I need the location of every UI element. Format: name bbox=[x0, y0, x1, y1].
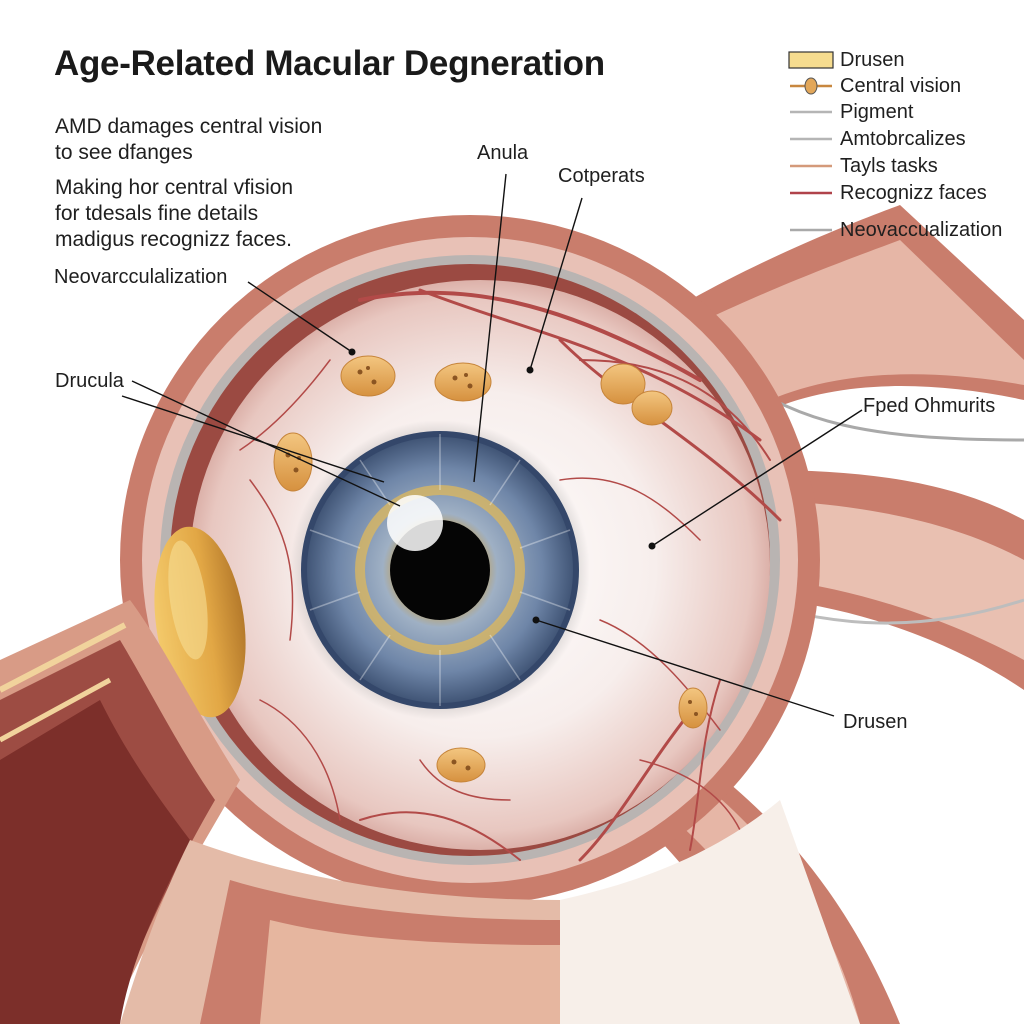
label-fped-ohmurits: Fped Ohmurits bbox=[863, 395, 996, 417]
description-line: madigus recognizz faces. bbox=[55, 228, 292, 251]
light-reflex bbox=[387, 495, 443, 551]
label-drucula: Drucula bbox=[55, 370, 124, 392]
legend-item: Tayls tasks bbox=[788, 154, 1024, 178]
tissue-layers bbox=[0, 600, 860, 1024]
legend-swatch bbox=[790, 77, 832, 95]
legend-label: Tayls tasks bbox=[840, 155, 938, 177]
legend-label: Pigment bbox=[840, 101, 914, 123]
legend-swatch bbox=[790, 137, 832, 141]
description-line: AMD damages central vision bbox=[55, 115, 323, 138]
label-anula: Anula bbox=[477, 142, 529, 164]
legend-label: Neovaccualization bbox=[840, 219, 1003, 241]
legend-item: Drusen bbox=[788, 48, 1024, 72]
lens bbox=[154, 526, 246, 718]
drusen-deposits bbox=[273, 355, 708, 783]
description-block-1: AMD damages central vision to see dfange… bbox=[55, 114, 322, 166]
legend-swatch bbox=[790, 164, 832, 168]
description-block-2: Making hor central vfision for tdesals f… bbox=[55, 175, 293, 253]
legend-swatch bbox=[788, 51, 834, 69]
legend-label: Amtobrcalizes bbox=[840, 128, 966, 150]
label-cotperats: Cotperats bbox=[558, 165, 645, 187]
legend-label: Drusen bbox=[840, 49, 905, 71]
legend-label: Central vision bbox=[840, 75, 962, 97]
legend-item: Pigment bbox=[788, 100, 1024, 124]
legend-item: Amtobrcalizes bbox=[788, 127, 1024, 151]
label-drusen: Drusen bbox=[843, 711, 908, 733]
leader-lines bbox=[121, 173, 863, 717]
legend-swatch bbox=[790, 191, 832, 195]
legend-swatch bbox=[790, 110, 832, 114]
legend-item: Recognizz faces bbox=[788, 181, 1024, 205]
legend-item: Neovaccualization bbox=[788, 218, 1024, 242]
legend-item: Central vision bbox=[788, 74, 1024, 98]
legend-swatch bbox=[790, 228, 832, 232]
page-title: Age-Related Macular Degneration bbox=[54, 44, 605, 83]
description-line: to see dfanges bbox=[55, 141, 193, 164]
description-line: Making hor central vfision bbox=[55, 176, 294, 199]
description-line: for tdesals fine details bbox=[55, 202, 259, 225]
legend-label: Recognizz faces bbox=[840, 182, 987, 204]
label-neovascularization: Neovarcculalization bbox=[54, 266, 228, 288]
